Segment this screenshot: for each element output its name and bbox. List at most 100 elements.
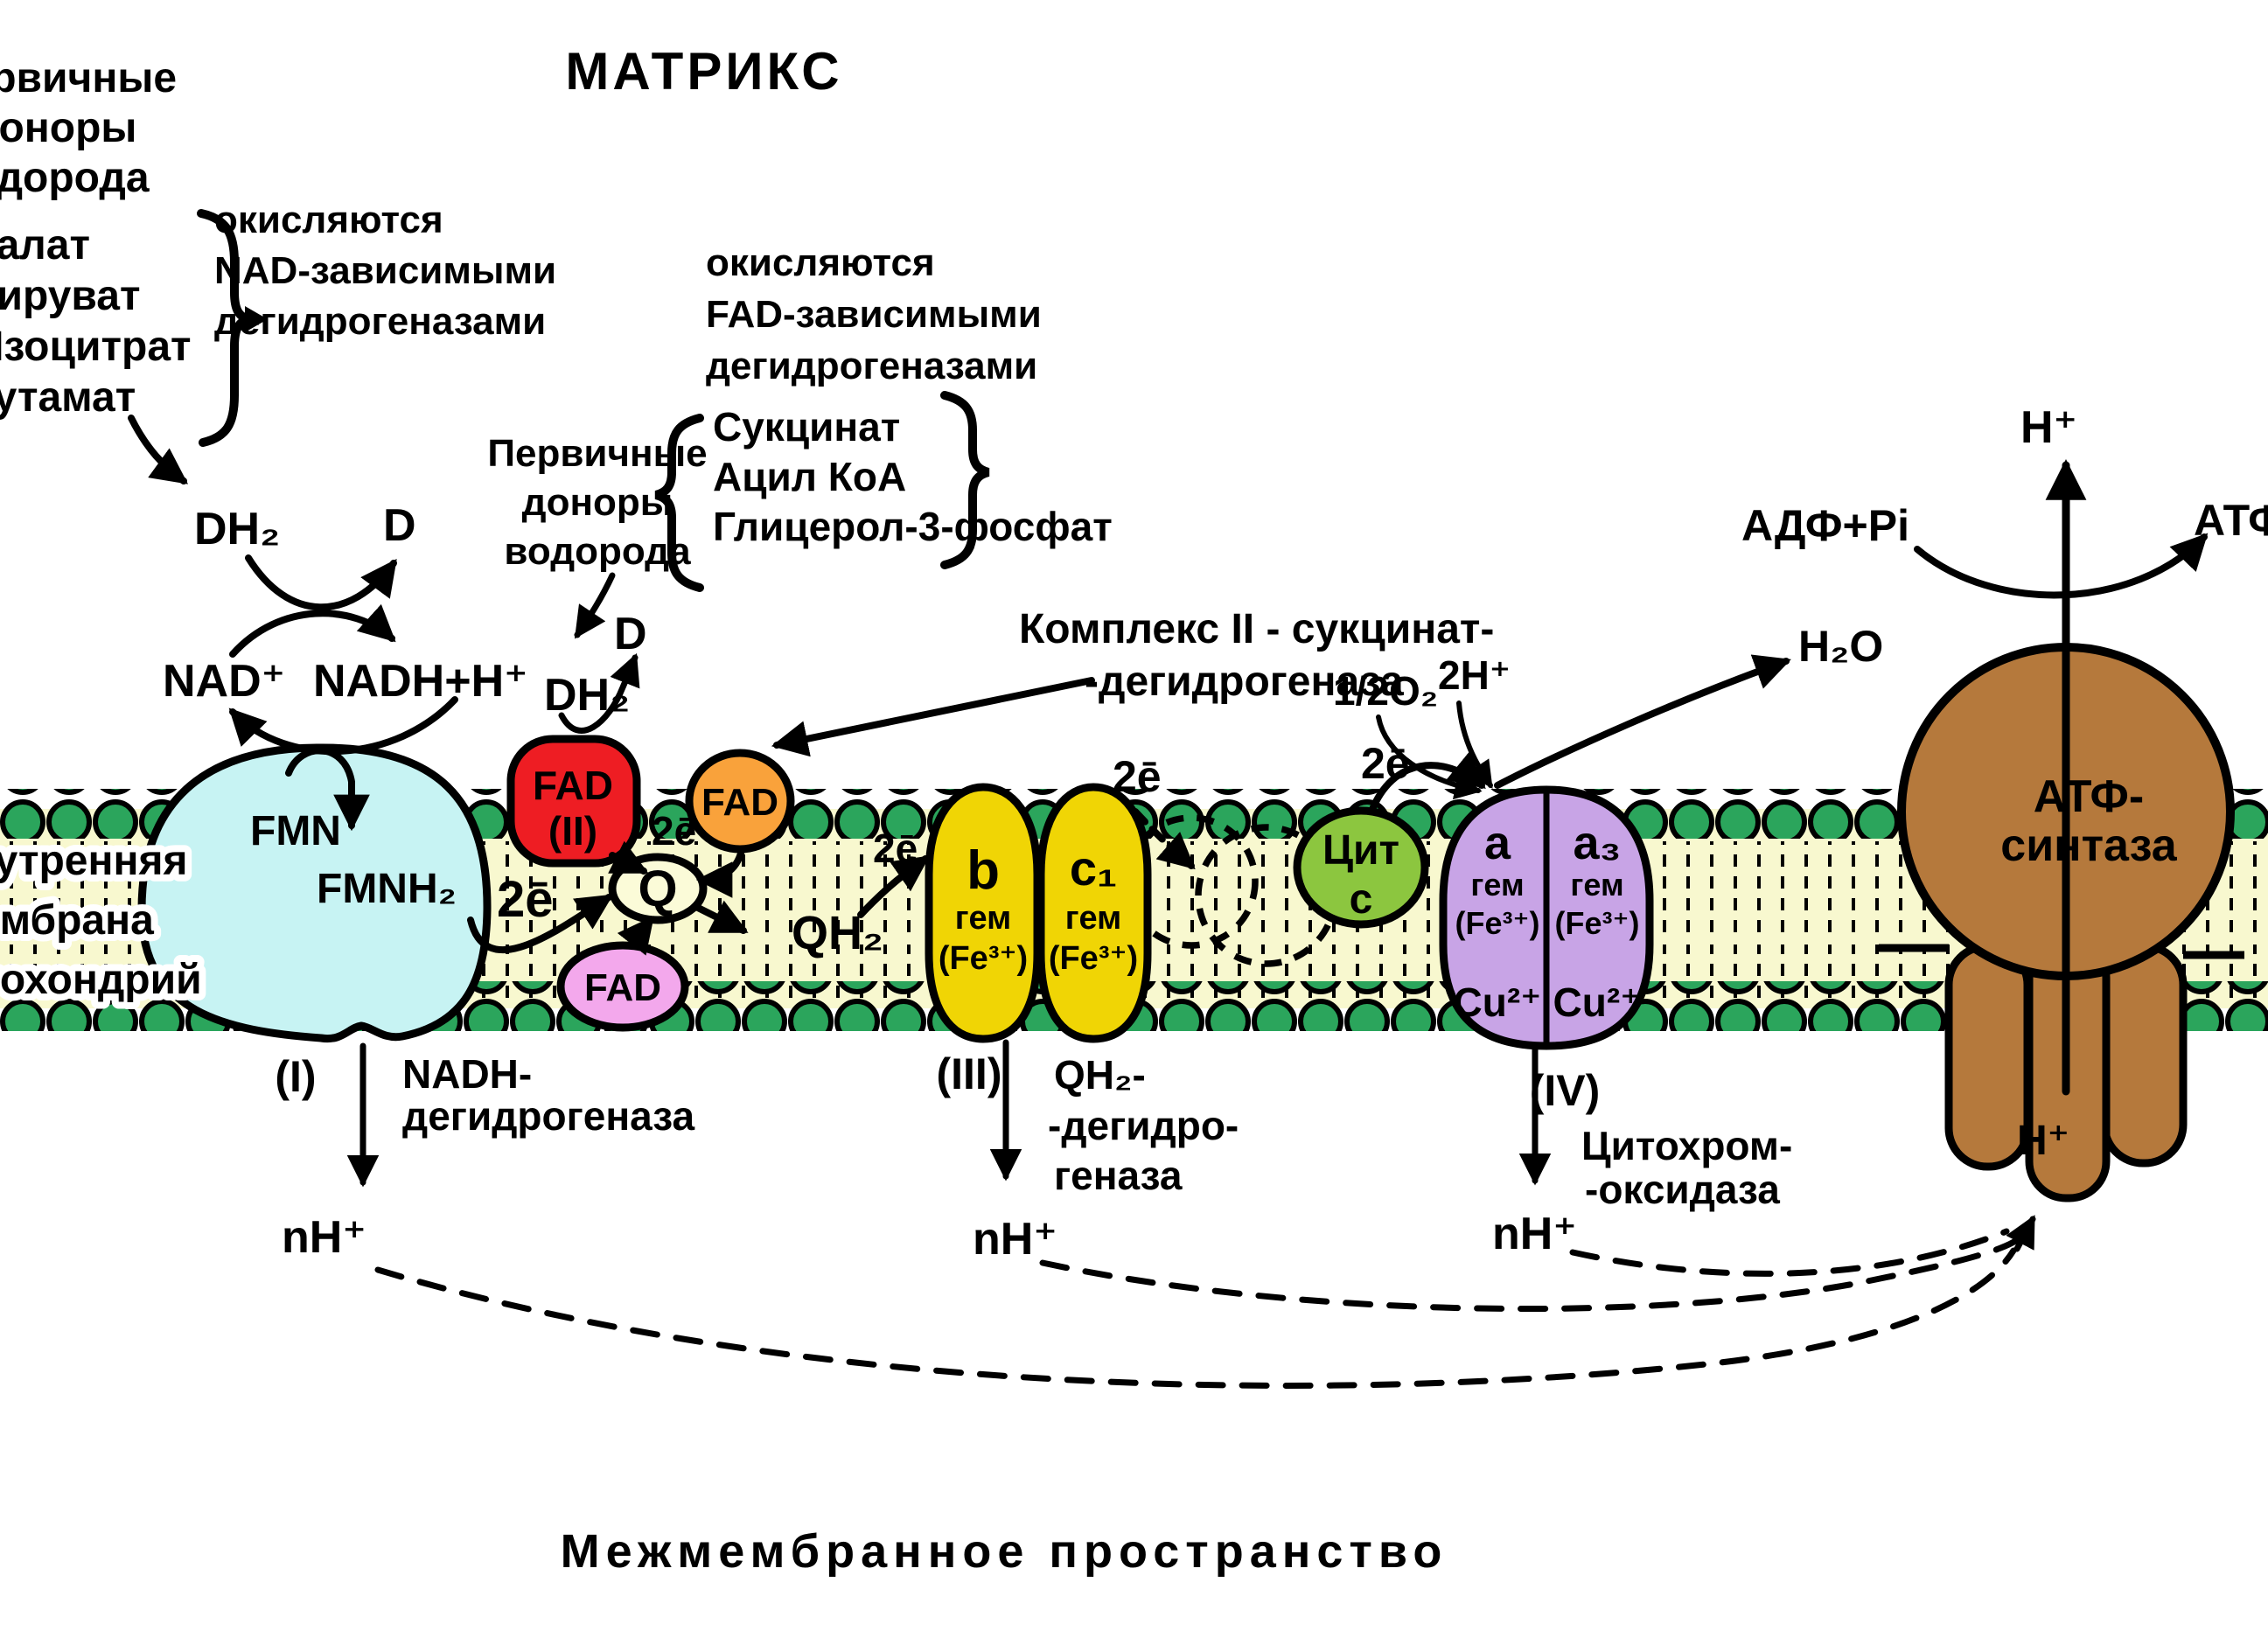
nad-note-line2: NAD-зависимыми (214, 249, 556, 292)
complex3-name-line2: -дегидро- (1048, 1103, 1239, 1148)
nad-heading-line3: водорода (0, 155, 150, 201)
arrow-q-to-qh2 (694, 900, 749, 934)
substrate-isocitrate: Изоцитрат (0, 324, 192, 370)
two-e-qh2: 2ē (873, 826, 918, 871)
arrow-dh2-to-d-fad (558, 652, 640, 734)
fad-pink-label: FAD (584, 966, 661, 1009)
h-top-label: H⁺ (2020, 402, 2077, 453)
heme-a3-fe: (Fe³⁺) (1555, 905, 1640, 941)
fmn-label: FMN (250, 808, 341, 854)
h-channel-label: H⁺ (2017, 1118, 2069, 1164)
two-e-fad2: 2ē (652, 808, 696, 854)
q-label: Q (638, 861, 677, 917)
arrow-protons-into-stalk (2006, 1215, 2036, 1252)
heme-b-label: b (967, 840, 1000, 901)
heme-a-gem: гем (1470, 867, 1524, 903)
proton-path-complex4-dashed (1569, 1228, 2010, 1277)
nad-heading-line1: Первичные (0, 55, 177, 101)
complex3-name-line3: геназа (1054, 1153, 1183, 1198)
membrane-label-line2: мембрана (0, 897, 154, 944)
heme-a-label: a (1484, 817, 1511, 869)
two-e-complex1: 2ē (497, 871, 554, 928)
arrow-nad-to-nadh (229, 603, 396, 658)
brace-fad-substrates-left (654, 414, 704, 592)
heme-c1-fe: (Fe³⁺) (1049, 940, 1138, 977)
nad-note-line1: окисляются (214, 199, 443, 241)
synthase-pillar-left (1944, 942, 2032, 1171)
matrix-title: МАТРИКС (565, 42, 842, 101)
arrow-fmn-to-fmnh2 (285, 747, 370, 832)
complex3-name-line1: QH₂- (1054, 1052, 1146, 1098)
heme-b-gem: гем (955, 900, 1012, 937)
fad-note-line3: дегидрогеназами (706, 345, 1037, 387)
fad-heading-line1: Первичные (487, 432, 707, 475)
arrow-nadh-to-nad (228, 696, 458, 756)
membrane-label-line3: митохондрий (0, 957, 202, 1003)
complex3-c1-shape (1036, 783, 1152, 1043)
d-label-fad: D (614, 609, 647, 659)
complex1-name-line2: дегидрогеназа (402, 1093, 695, 1139)
two-h-label: 2H⁺ (1438, 652, 1511, 698)
fad2-label-line1: FAD (533, 763, 613, 808)
nh-complex4: nH⁺ (1492, 1209, 1577, 1259)
proton-path-complex3-dashed (1039, 1237, 2020, 1313)
complex2-label-line1: Комплекс II - сукцинат- (1019, 606, 1494, 652)
arrow-complex2-label-to-fad2 (771, 677, 1095, 757)
fad-heading-line3: водорода (504, 530, 691, 573)
two-e-cytc: 2ē (1361, 739, 1410, 788)
cytc-label-line1: Цит (1322, 827, 1399, 874)
substrate-pyruvate: Пируват (0, 273, 140, 319)
substrate-glycerol: Глицерол-3-фосфат (713, 504, 1113, 549)
heme-b-fe: (Fe³⁺) (939, 940, 1028, 977)
substrate-acylcoa: Ацил КоА (713, 454, 906, 499)
h2o-label: H₂O (1798, 622, 1883, 671)
proton-path-complex1-dashed (374, 1247, 2017, 1389)
arrows (128, 415, 2209, 1389)
adp-pi-label: АДФ+Pi (1741, 501, 1909, 550)
complex1-name-line1: NADH- (402, 1051, 532, 1097)
complex1-numeral: (I) (275, 1052, 316, 1101)
arrow-fadpink-to-q (617, 916, 654, 956)
arrow-fadorange-to-q (695, 847, 745, 898)
synthase-name-line1: АТФ- (2034, 771, 2144, 822)
substrate-succinate: Сукцинат (713, 404, 900, 450)
nh-complex1: nH⁺ (282, 1212, 366, 1263)
cytc-shape (1293, 806, 1429, 929)
arrow-to-h2o (1494, 654, 1791, 789)
cu-left-label: Cu²⁺ (1454, 979, 1542, 1025)
fad-orange-label: FAD (701, 781, 778, 824)
fad-note-line2: FAD-зависимыми (706, 293, 1042, 336)
complex4-name-line2: -оксидаза (1585, 1167, 1780, 1212)
heme-a3-gem: гем (1570, 867, 1623, 903)
fad2-label-line2: (II) (548, 808, 597, 854)
substrate-glutamate: Глутамат (0, 374, 136, 421)
dh2-label-fad: DH₂ (544, 670, 630, 721)
heme-c1-gem: гем (1065, 900, 1122, 937)
labels: МАТРИКС Межмембранное пространство Перви… (0, 42, 2268, 1578)
nadh-label: NADH+H⁺ (313, 656, 528, 707)
dh2-label-nad: DH₂ (194, 504, 280, 554)
heme-a3-label: a₃ (1573, 817, 1621, 869)
arrow-2h-in (1456, 701, 1493, 789)
complex3-numeral: (III) (937, 1049, 1002, 1098)
arrow-c1-to-qpool-dashed (1132, 808, 1196, 870)
arrow-dh2-to-d (245, 554, 397, 611)
fmnh2-label: FMNH₂ (317, 866, 457, 912)
cu-right-label: Cu²⁺ (1553, 979, 1642, 1025)
brace-fad-substrates-right (940, 391, 990, 569)
synthase-pillar-right (2100, 942, 2188, 1168)
nad-heading-line2: доноры (0, 105, 136, 151)
synthase-name-line2: синтаза (2000, 820, 2177, 871)
arrow-fad2-to-q (608, 840, 649, 875)
complex2-label-line2: -дегидрогеназа (1085, 659, 1404, 705)
fad-heading-line2: доноры (522, 481, 673, 524)
nad-note-line3: дегидрогеназами (214, 300, 546, 343)
substrate-malate: Малат (0, 222, 90, 268)
two-e-c1: 2ē (1113, 752, 1162, 801)
heme-c1-label: c₁ (1070, 840, 1117, 896)
atp-label: АТФ+ (2194, 496, 2268, 545)
brace-arrowhead (245, 306, 268, 332)
cytc-label-line2: с (1350, 876, 1373, 923)
